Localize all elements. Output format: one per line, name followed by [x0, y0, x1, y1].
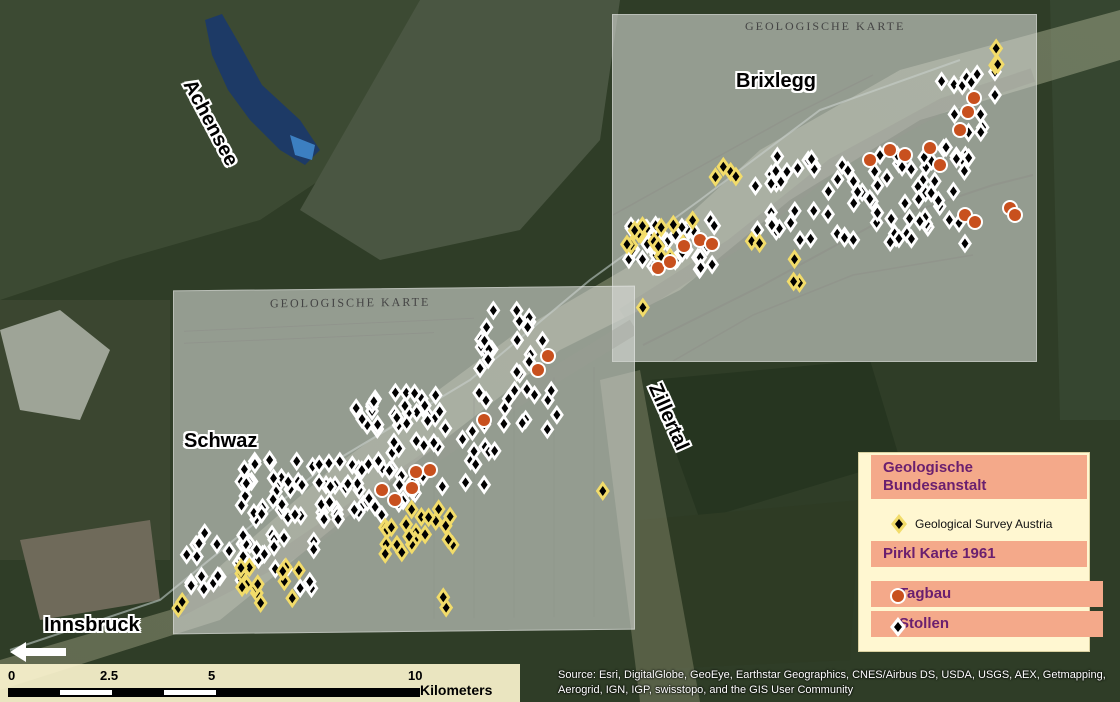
- legend-gsa-row: Geological Survey Austria: [891, 514, 1052, 534]
- legend-tagbau-label: Tagbau: [899, 585, 952, 602]
- scale-bar-graphic: [0, 664, 520, 702]
- brixlegg-sheet-texture: [613, 68, 1036, 361]
- schwaz-sheet-title: GEOLOGISCHE KARTE: [270, 294, 431, 311]
- scale-tick-10: 10: [408, 668, 423, 683]
- legend-gba-title-1: Geologische: [883, 459, 974, 476]
- legend-pirkl-title: Pirkl Karte 1961: [883, 545, 996, 562]
- schwaz-geology-sheet: GEOLOGISCHE KARTE: [173, 285, 635, 635]
- legend-gba-title-2: Bundesanstalt: [883, 477, 987, 494]
- map-attribution: Source: Esri, DigitalGlobe, GeoEye, Eart…: [558, 669, 1106, 696]
- scale-tick-5: 5: [208, 668, 216, 683]
- legend-stollen-label: Stollen: [899, 615, 950, 632]
- brixlegg-sheet-title: GEOLOGISCHE KARTE: [745, 19, 906, 33]
- label-schwaz: Schwaz: [184, 430, 258, 452]
- tagbau-circle-icon: [890, 588, 906, 604]
- legend-tagbau-row: Tagbau: [871, 581, 1103, 607]
- label-innsbruck: Innsbruck: [44, 614, 140, 636]
- direction-arrow-icon: [10, 642, 66, 662]
- scale-unit: Kilometers: [420, 682, 493, 698]
- scale-bar: 0 2.5 5 10 Kilometers: [0, 664, 520, 702]
- scale-tick-2-5: 2.5: [100, 668, 119, 683]
- legend-pirkl-header: Pirkl Karte 1961: [871, 541, 1087, 567]
- scale-tick-0: 0: [8, 668, 16, 683]
- legend-stollen-row: Stollen: [871, 611, 1103, 637]
- stollen-diamond-icon: [890, 617, 906, 637]
- map-legend: Geologische Bundesanstalt Geological Sur…: [858, 452, 1103, 652]
- schwaz-sheet-texture: [174, 317, 634, 619]
- legend-gsa-label: Geological Survey Austria: [915, 517, 1053, 531]
- gsa-diamond-icon: [891, 514, 907, 534]
- legend-gba-header: Geologische Bundesanstalt: [871, 455, 1087, 499]
- label-brixlegg: Brixlegg: [736, 70, 817, 92]
- brixlegg-geology-sheet: GEOLOGISCHE KARTE: [612, 14, 1037, 362]
